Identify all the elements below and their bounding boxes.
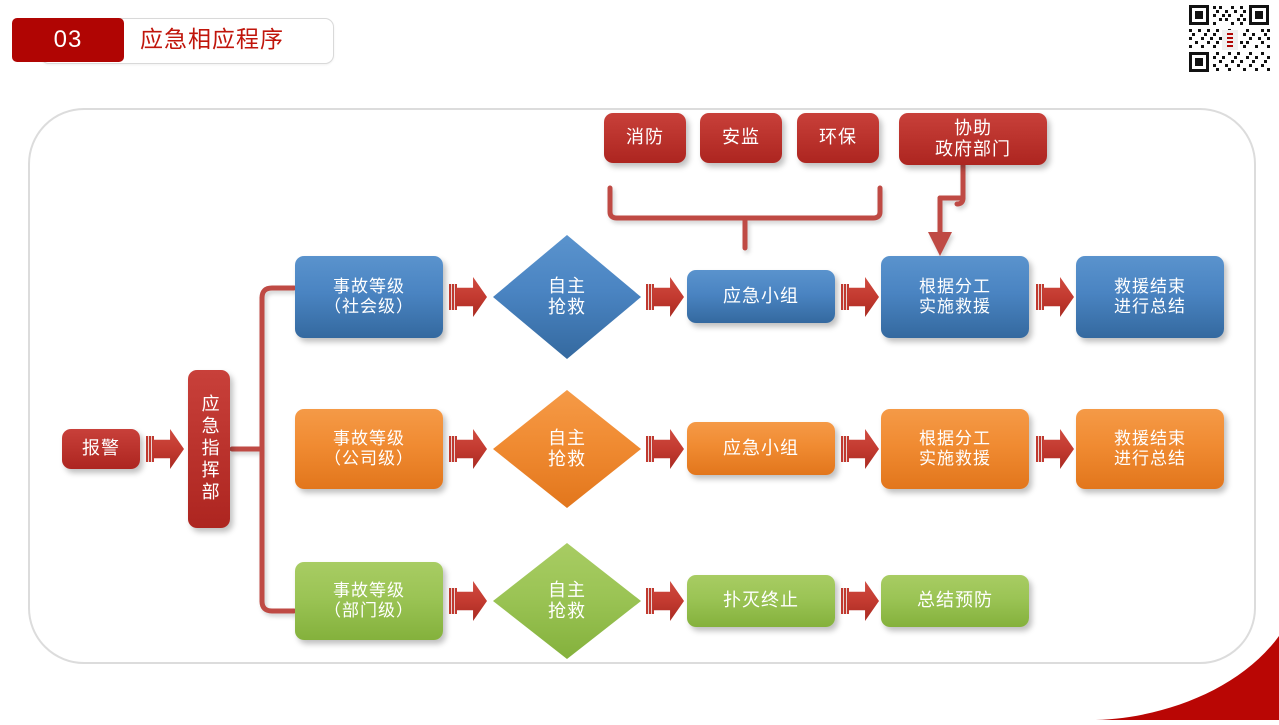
- command-center-box[interactable]: 应急指挥部: [188, 370, 230, 528]
- row1-arrow-3: [841, 277, 879, 317]
- row1-level-line1: 事故等级: [333, 276, 405, 296]
- support-box-environment-label: 环保: [819, 127, 857, 148]
- row2-level-line2: （公司级）: [324, 449, 414, 468]
- slide-header: 03 应急相应程序: [12, 18, 334, 64]
- row2-level-box[interactable]: 事故等级 （公司级）: [295, 409, 443, 489]
- row3-prevention-box[interactable]: 总结预防: [881, 575, 1029, 627]
- row1-decision-line2: 抢救: [548, 297, 586, 317]
- entry-alarm-box[interactable]: 报警: [62, 429, 140, 469]
- arrow-entry-to-command: [146, 429, 184, 469]
- row2-execute-line1: 根据分工: [919, 428, 991, 448]
- gov-assist-box[interactable]: 协助 政府部门: [899, 113, 1047, 165]
- row1-arrow-1: [449, 277, 487, 317]
- row2-arrow-4: [1036, 429, 1074, 469]
- row1-team-box[interactable]: 应急小组: [687, 270, 835, 323]
- row3-prevention-label: 总结预防: [917, 590, 993, 611]
- row2-level-line1: 事故等级: [333, 428, 405, 448]
- row3-arrow-3: [841, 581, 879, 621]
- qr-code: [1183, 2, 1275, 76]
- row2-summary-line1: 救援结束: [1114, 428, 1186, 448]
- row3-decision-line2: 抢救: [548, 601, 586, 621]
- row1-execute-line2: 实施救援: [919, 297, 991, 316]
- support-box-safety[interactable]: 安监: [700, 113, 782, 163]
- row1-level-line2: （社会级）: [324, 297, 414, 316]
- row2-summary-line2: 进行总结: [1114, 449, 1186, 468]
- row1-team-label: 应急小组: [723, 285, 799, 306]
- section-number: 03: [12, 18, 124, 62]
- support-box-environment[interactable]: 环保: [797, 113, 879, 163]
- support-box-safety-label: 安监: [722, 127, 760, 148]
- corner-decoration: [1089, 636, 1279, 720]
- row1-level-box[interactable]: 事故等级 （社会级）: [295, 256, 443, 338]
- row1-arrow-2: [646, 277, 684, 317]
- row3-level-box[interactable]: 事故等级 （部门级）: [295, 562, 443, 640]
- row2-execute-box[interactable]: 根据分工 实施救援: [881, 409, 1029, 489]
- row3-decision-line1: 自主: [548, 579, 586, 600]
- gov-assist-line2: 政府部门: [935, 139, 1011, 159]
- row2-arrow-3: [841, 429, 879, 469]
- row2-team-box[interactable]: 应急小组: [687, 422, 835, 475]
- row1-arrow-4: [1036, 277, 1074, 317]
- row1-summary-line1: 救援结束: [1114, 276, 1186, 296]
- row2-execute-line2: 实施救援: [919, 449, 991, 468]
- page-title: 应急相应程序: [140, 27, 284, 53]
- command-center-label: 应急指挥部: [199, 394, 220, 504]
- row3-extinguish-box[interactable]: 扑灭终止: [687, 575, 835, 627]
- row2-summary-box[interactable]: 救援结束 进行总结: [1076, 409, 1224, 489]
- row1-summary-box[interactable]: 救援结束 进行总结: [1076, 256, 1224, 338]
- row1-decision-line1: 自主: [548, 275, 586, 296]
- row2-decision-line2: 抢救: [548, 449, 586, 469]
- row1-summary-line2: 进行总结: [1114, 297, 1186, 316]
- row3-arrow-2: [646, 581, 684, 621]
- row2-team-label: 应急小组: [723, 437, 799, 458]
- diagram-panel: [28, 108, 1256, 664]
- row1-execute-box[interactable]: 根据分工 实施救援: [881, 256, 1029, 338]
- row2-decision-line1: 自主: [548, 427, 586, 448]
- row3-level-line2: （部门级）: [324, 601, 414, 620]
- row1-execute-line1: 根据分工: [919, 276, 991, 296]
- row2-arrow-1: [449, 429, 487, 469]
- row3-extinguish-label: 扑灭终止: [723, 590, 799, 611]
- entry-alarm-label: 报警: [82, 438, 120, 459]
- row3-level-line1: 事故等级: [333, 580, 405, 600]
- support-box-fire[interactable]: 消防: [604, 113, 686, 163]
- gov-assist-line1: 协助: [954, 117, 992, 138]
- row3-arrow-1: [449, 581, 487, 621]
- support-box-fire-label: 消防: [626, 127, 664, 148]
- row2-arrow-2: [646, 429, 684, 469]
